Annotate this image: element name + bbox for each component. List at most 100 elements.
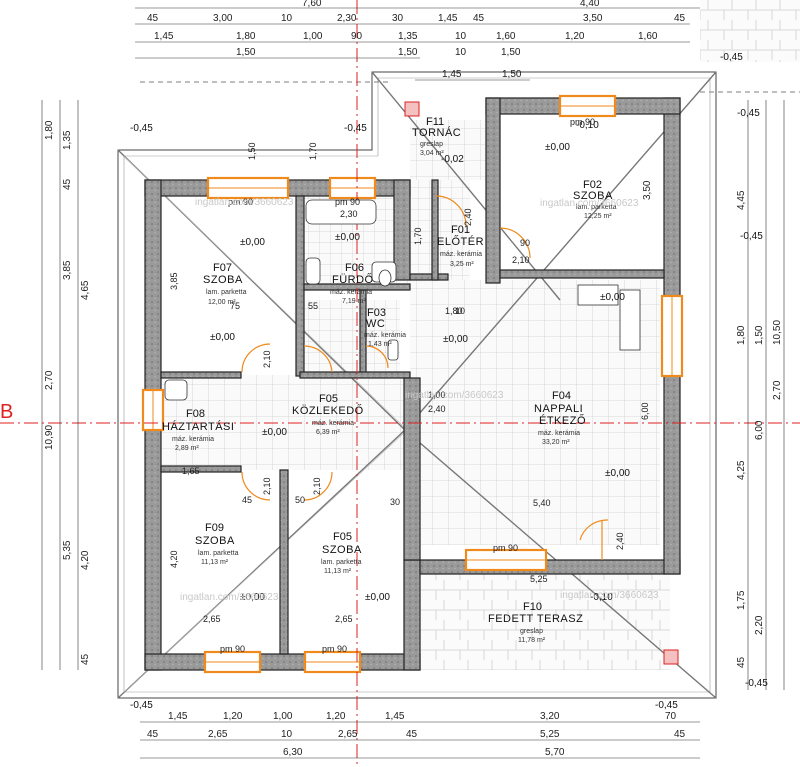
dim-top1: 45	[473, 13, 485, 24]
top-dim-labels: 7,60 4,40 45 3,00 10 2,30 30 1,45 45 3,5…	[147, 0, 686, 80]
dim-bot1: 3,20	[540, 711, 560, 722]
room-name: HÁZTARTÁSI	[162, 420, 234, 433]
level-marker: ±0,00	[335, 232, 360, 243]
inner-dim: 4,20	[169, 550, 179, 568]
dim-top2: 1,80	[236, 31, 256, 42]
dim-top2: 1,00	[303, 31, 323, 42]
inner-dim: 1,70	[308, 142, 318, 160]
room-material: lam. parketta	[576, 204, 617, 211]
room-no: F08	[186, 408, 205, 420]
room-area: 2,89 m²	[175, 445, 199, 452]
level-marker: -0,45	[720, 52, 743, 63]
dim-right: 4,25	[736, 460, 747, 480]
dim-top1: 3,50	[583, 13, 603, 24]
inner-dim: 2,30	[340, 209, 358, 219]
dim-bot2: 2,65	[338, 729, 358, 740]
left-dim-labels: 1,80 1,35 45 3,85 4,65 2,70 10,90 5,35 4…	[44, 120, 91, 665]
dim-top1: 1,45	[438, 13, 458, 24]
dim-bot1: 1,20	[223, 711, 243, 722]
dim-top1: 3,00	[213, 13, 233, 24]
dim-right: 1,50	[754, 325, 765, 345]
dim-right: 6,00	[754, 420, 765, 440]
watermark-text: ingatlan.com/3660623	[195, 197, 294, 208]
paving-area	[700, 0, 800, 62]
room-material: máz. kerámia	[172, 436, 214, 443]
dim-top1: 2,30	[337, 13, 357, 24]
bottom-dimensions	[140, 721, 700, 759]
inner-dim: 2,40	[428, 404, 446, 414]
room-name: WC	[366, 318, 385, 330]
room-name: KÖZLEKEDŐ	[292, 403, 364, 417]
room-area: 3,04 m²	[420, 150, 444, 157]
watermark-text: ingatlan.com/3660623	[540, 198, 639, 209]
room-name: ELŐTÉR	[437, 234, 484, 248]
room-material: lam. parketta	[198, 550, 239, 557]
level-marker: -0,02	[441, 154, 464, 165]
dim-right: 45	[736, 656, 747, 668]
room-name: TORNÁC	[412, 126, 461, 139]
dim-bot1: 1,00	[273, 711, 293, 722]
dim-right: 2,20	[754, 615, 765, 635]
level-marker: -0,45	[655, 700, 678, 711]
inner-dim: 2,10	[262, 477, 272, 495]
dim-bot1: 1,45	[168, 711, 188, 722]
lintel-mark: pm 90	[228, 197, 253, 207]
inner-dim: 2,65	[335, 614, 353, 624]
dim-left: 45	[62, 178, 73, 190]
room-area: 7,19 m²	[342, 298, 366, 305]
watermark-text: ingatlan.com/3660623	[560, 590, 659, 601]
dim-left: 4,20	[80, 550, 91, 570]
room-no: F06	[345, 262, 364, 274]
top-dimensions	[135, 7, 700, 81]
room-area: 12,25 m²	[584, 213, 612, 220]
dim-left: 10,90	[44, 425, 55, 450]
dim-left: 45	[80, 653, 91, 665]
lintel-mark: pm 90	[335, 197, 360, 207]
dim-right: 2,70	[772, 380, 783, 400]
dim-bot2: 45	[147, 729, 159, 740]
dim-bot1: 1,45	[385, 711, 405, 722]
dim-left: 1,80	[44, 120, 55, 140]
level-markers: -0,45 -0,45 -0,45 -0,45 -0,45 -0,45 -0,4…	[130, 52, 768, 711]
dim-top3: 1,50	[501, 47, 521, 58]
bathroom-fixtures	[164, 199, 641, 401]
dim-top1: 30	[392, 13, 404, 24]
dim-left: 4,65	[80, 280, 91, 300]
dim-right: 1,75	[736, 590, 747, 610]
room-material: máz. kerámia	[312, 420, 354, 427]
inner-dim: 2,10	[512, 255, 530, 265]
room-labels: F11 TORNÁC greslap 3,04 m² F02 SZOBA lam…	[162, 116, 617, 644]
dim-left: 1,35	[62, 130, 73, 150]
dim-top2: 1,35	[398, 31, 418, 42]
dim-top2: 1,20	[565, 31, 585, 42]
room-name: SZOBA	[573, 190, 613, 202]
inner-dim: 3,85	[169, 272, 179, 290]
dim-top1: 45	[147, 13, 159, 24]
room-no: F02	[583, 179, 602, 191]
left-dimensions	[41, 100, 79, 670]
room-no: F03	[367, 307, 386, 319]
level-marker: ±0,00	[605, 468, 630, 479]
axis-label: B	[0, 401, 13, 423]
inner-dim: 5,40	[533, 498, 551, 508]
dim-top2: 1,60	[496, 31, 516, 42]
lintel-mark: pm 90	[322, 644, 347, 654]
room-name: SZOBA	[195, 535, 235, 547]
dim-top4: 1,45	[442, 69, 462, 80]
inner-dim: 1,65	[182, 466, 200, 476]
level-marker: -0,10	[576, 120, 599, 131]
room-no: F11	[426, 116, 444, 128]
room-no: F09	[205, 522, 224, 534]
lintel-mark: pm 90	[493, 543, 518, 553]
chimney-markers	[404, 101, 679, 665]
dim-left: 3,85	[62, 260, 73, 280]
dim-bot2: 45	[406, 729, 418, 740]
room-name-2: ÉTKEZŐ	[539, 413, 586, 427]
room-name: FEDETT TERASZ	[488, 613, 583, 625]
room-area: 3,25 m²	[450, 261, 474, 268]
inner-dim: 55	[308, 301, 318, 311]
room-material: máz. kerámia	[440, 251, 482, 258]
dim-top3: 1,50	[236, 47, 256, 58]
dim-bot2: 10	[281, 729, 293, 740]
